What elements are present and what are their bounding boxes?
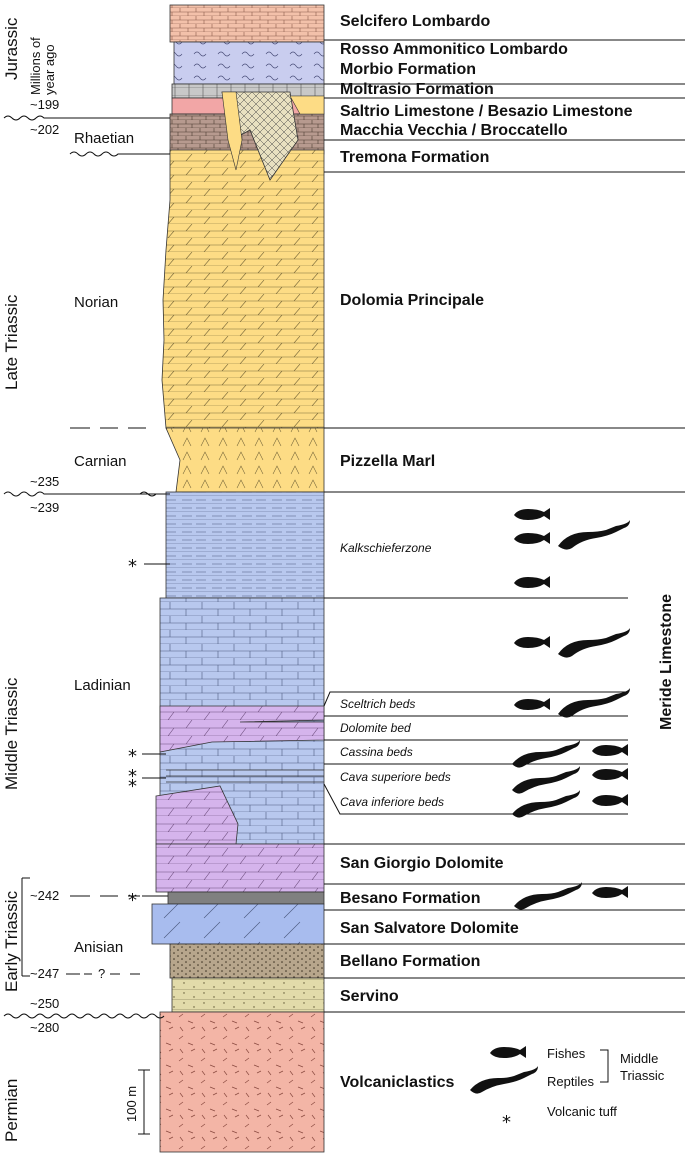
time-boundaries	[3, 115, 170, 1019]
label-macchia: Macchia Vecchia / Broccatello	[340, 122, 568, 139]
label-bellano: Bellano Formation	[340, 953, 480, 970]
layer-dolomite-tongue-upper	[159, 705, 325, 753]
layer-kalkschieferzone	[165, 491, 325, 599]
tuff-star-cava-1: *	[128, 766, 137, 787]
fish-icon	[514, 698, 550, 710]
layer-san-giorgio	[155, 843, 325, 893]
label-kalkschieferzone: Kalkschieferzone	[340, 541, 432, 555]
layer-besano	[167, 891, 325, 905]
reptile-icon	[512, 790, 580, 818]
pizzella-marl	[165, 427, 325, 493]
label-volcaniclastics: Volcaniclastics	[340, 1074, 455, 1091]
stage-anisian: Anisian	[74, 939, 123, 956]
age-280: ~280	[30, 1020, 59, 1035]
dyke-infill-yellow	[221, 91, 243, 171]
stage-rhaetian: Rhaetian	[74, 130, 134, 147]
legend: Fishes Reptiles Middle Triassic * Volcan…	[470, 1046, 665, 1133]
fish-icon	[592, 886, 628, 898]
label-saltrio: Saltrio Limestone / Besazio Limestone	[340, 103, 633, 120]
tuff-star-cassina: *	[128, 746, 137, 767]
label-selcifero: Selcifero Lombardo	[340, 13, 490, 30]
cava-thin-beds	[166, 769, 324, 783]
age-199: ~199	[30, 97, 59, 112]
age-247-query: ?	[98, 966, 105, 981]
label-cassina: Cassina beds	[340, 745, 413, 759]
fish-icon	[514, 508, 550, 520]
period-middle-triassic: Middle Triassic	[2, 677, 21, 790]
legend-tuff: Volcanic tuff	[547, 1104, 617, 1119]
lithologic-column	[151, 4, 325, 1153]
label-tremona: Tremona Formation	[340, 149, 489, 166]
reptile-icon	[512, 766, 580, 794]
age-250: ~250	[30, 996, 59, 1011]
label-sceltrich: Sceltrich beds	[340, 697, 415, 711]
scale-bar-label: 100 m	[124, 1086, 139, 1122]
saltrio-top-yellow	[289, 95, 325, 115]
reptile-icon	[558, 520, 630, 550]
reptile-icon	[558, 688, 630, 718]
period-early-triassic: Early Triassic	[2, 890, 21, 992]
layer-san-salvatore	[151, 903, 325, 945]
fish-icon	[592, 768, 628, 780]
period-permian: Permian	[2, 1079, 21, 1142]
age-242: ~242	[30, 888, 59, 903]
fish-icon	[592, 794, 628, 806]
leader-lines	[323, 39, 685, 1013]
legend-fish-icon	[490, 1046, 526, 1058]
axis-label-line2: year ago	[42, 44, 57, 95]
axis-label-line1: Millions of	[28, 37, 43, 95]
legend-reptile-icon	[470, 1066, 538, 1094]
legend-bracket	[600, 1049, 609, 1083]
fish-icon	[514, 576, 550, 588]
tuff-star-cava-2: *	[128, 776, 137, 797]
label-cava-superiore: Cava superiore beds	[340, 770, 451, 784]
label-dolomite-bed: Dolomite bed	[340, 721, 411, 735]
layer-dolomia-principale	[161, 149, 325, 429]
tuff-star-kalkschiefer: *	[128, 556, 137, 577]
reptile-icon	[514, 882, 582, 910]
period-late-triassic: Late Triassic	[2, 294, 21, 390]
age-247: ~247	[30, 966, 59, 981]
layer-volcaniclastics	[159, 1011, 325, 1153]
period-jurassic: Jurassic	[2, 17, 21, 80]
stage-norian: Norian	[74, 294, 118, 311]
label-dolomia: Dolomia Principale	[340, 292, 484, 309]
label-servino: Servino	[340, 988, 399, 1005]
legend-tuff-star: *	[502, 1112, 511, 1133]
age-235: ~235	[30, 474, 59, 489]
layer-servino	[171, 977, 325, 1013]
legend-reptiles: Reptiles	[547, 1074, 594, 1089]
fish-icon	[514, 532, 550, 544]
legend-fishes: Fishes	[547, 1046, 586, 1061]
scale-bar: 100 m	[124, 1069, 150, 1135]
layer-rosso-ammonitico	[173, 41, 325, 85]
legend-bracket-line1: Middle	[620, 1051, 658, 1066]
fish-icon	[592, 744, 628, 756]
label-san-salvatore: San Salvatore Dolomite	[340, 920, 519, 937]
label-moltrasio: Moltrasio Formation	[340, 81, 494, 98]
age-202: ~202	[30, 122, 59, 137]
reptile-icon	[512, 740, 580, 768]
layer-bellano	[169, 943, 325, 979]
fossil-icons	[512, 508, 630, 910]
label-besano: Besano Formation	[340, 890, 480, 907]
label-cava-inferiore: Cava inferiore beds	[340, 795, 444, 809]
tuff-star-besano: *	[128, 890, 137, 911]
layer-selcifero	[169, 4, 325, 43]
stage-carnian: Carnian	[74, 453, 127, 470]
stage-ladinian: Ladinian	[74, 677, 131, 694]
age-239: ~239	[30, 500, 59, 515]
label-pizzella: Pizzella Marl	[340, 453, 435, 470]
fish-icon	[514, 636, 550, 648]
label-meride-limestone: Meride Limestone	[658, 594, 675, 730]
label-san-giorgio: San Giorgio Dolomite	[340, 855, 504, 872]
label-rosso-2: Morbio Formation	[340, 61, 476, 78]
layer-dolomite-tongue-lower	[155, 785, 239, 845]
legend-bracket-line2: Triassic	[620, 1068, 665, 1083]
reptile-icon	[558, 628, 630, 658]
label-rosso-1: Rosso Ammonitico Lombardo	[340, 41, 568, 58]
